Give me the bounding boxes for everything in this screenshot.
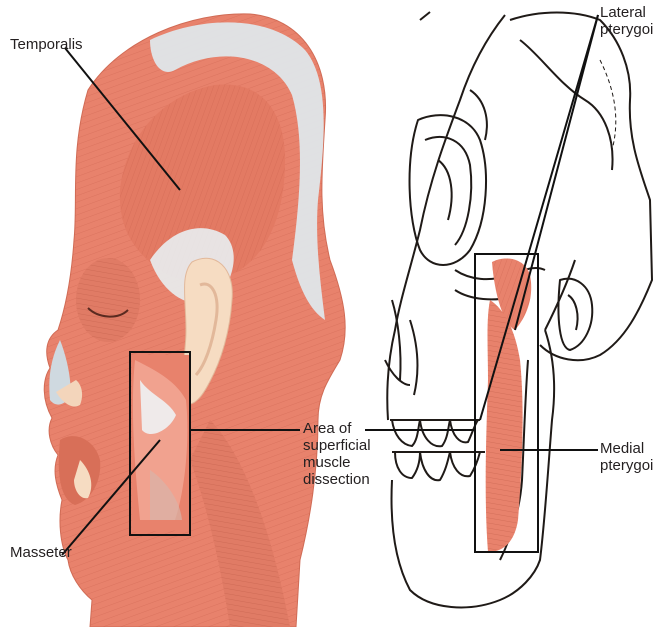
temporalis-label: Temporalis bbox=[10, 36, 83, 53]
masseter-label: Masseter bbox=[10, 544, 72, 561]
dissection-area-label: Area of superficial muscle dissection bbox=[303, 420, 371, 488]
medial-pterygoid-label: Medial pterygoid bbox=[600, 440, 654, 474]
head-muscle-illustration bbox=[44, 14, 345, 627]
lateral-pterygoid-leader-1 bbox=[515, 15, 598, 330]
lateral-pterygoid-label: Lateral pterygoid bbox=[600, 4, 654, 38]
